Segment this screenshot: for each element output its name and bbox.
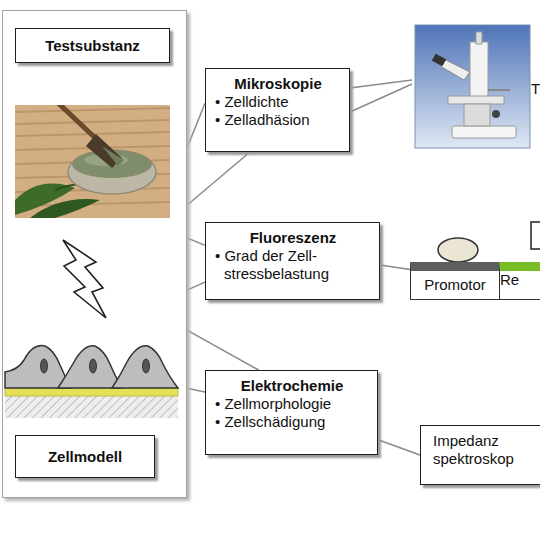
box-text: • Grad der Zell- stressbelastung	[215, 247, 371, 283]
process-box: Promotor	[410, 262, 500, 300]
box-heading: Promotor	[424, 276, 486, 294]
mask-photo	[15, 105, 170, 218]
box-text: • Zelldichte	[215, 93, 341, 111]
process-box: Elektrochemie• Zellmorphologie• Zellschä…	[205, 370, 378, 455]
connector-line	[378, 440, 420, 455]
box-text: • Zellmorphologie	[215, 395, 369, 413]
connector-line	[187, 152, 250, 205]
connector-line	[380, 265, 410, 270]
connector-line	[187, 103, 205, 148]
box-heading: Fluoreszenz	[215, 229, 371, 247]
box-heading: Mikroskopie	[215, 75, 341, 93]
connector-line	[187, 282, 205, 290]
connector-line	[187, 238, 205, 246]
protein-symbol	[438, 238, 478, 262]
box-heading: Impedanz spektroskop	[433, 432, 533, 468]
microscope-photo	[415, 25, 530, 148]
box-heading: Re	[500, 271, 540, 289]
process-box: Fluoreszenz• Grad der Zell- stressbelast…	[205, 222, 380, 300]
process-box: Re	[499, 262, 540, 300]
box-heading: Zellmodell	[48, 448, 122, 466]
cell-model	[5, 346, 178, 418]
process-box: Zellmodell	[15, 435, 155, 478]
process-box: Mikroskopie• Zelldichte• Zelladhäsion	[205, 68, 350, 152]
box-heading: Elektrochemie	[215, 377, 369, 395]
box-text: • Zelladhäsion	[215, 111, 341, 129]
group-panel: TestsubstanzZellmodell	[2, 10, 187, 498]
connector-line	[187, 388, 205, 392]
cut-off-label: T	[531, 80, 540, 98]
box-heading: Testsubstanz	[45, 37, 140, 55]
process-box: Impedanz spektroskop	[420, 425, 540, 485]
process-box: Testsubstanz	[15, 28, 170, 63]
connector-line	[187, 330, 259, 370]
product-box	[531, 222, 540, 249]
leader-line	[350, 80, 412, 112]
box-text: • Zellschädigung	[215, 413, 369, 431]
lightning-symbol	[63, 240, 106, 318]
